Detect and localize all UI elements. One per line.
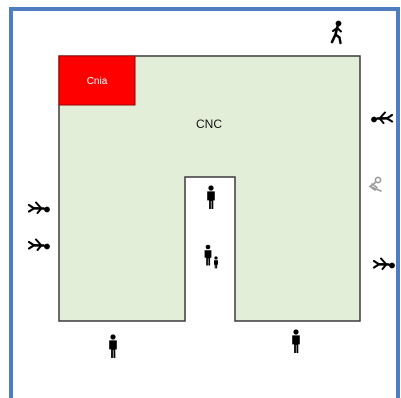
building-label: CNC [196,117,222,131]
hazard-zone [58,55,136,106]
diving-person-icon [27,201,51,215]
standing-person-icon [292,329,300,353]
walking-person-icon [330,19,343,45]
diving-person-icon [372,257,396,271]
frame-border [9,7,400,398]
building-floorplan [58,55,361,322]
diving-person-icon [370,111,394,125]
standing-person-icon [207,185,215,209]
hazard-zone-label: Cnia [87,76,108,87]
standing-person-icon [109,334,117,358]
diving-person-icon [27,238,51,252]
adult-with-child-icon [204,244,218,269]
fallen-person-icon [368,176,382,192]
